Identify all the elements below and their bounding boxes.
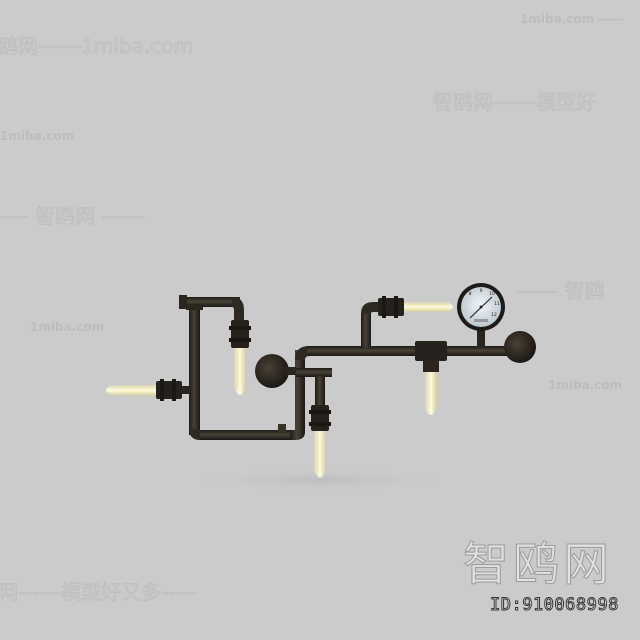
watermark-site: 1miba.com ----- — [520, 12, 624, 26]
pressure-gauge: 8 9 10 11 12 — [457, 283, 505, 331]
svg-text:11: 11 — [494, 301, 500, 307]
image-id-label: ID:910068998 — [490, 595, 619, 616]
watermark-bottom-slogan: 网------模型好又多----- — [0, 580, 198, 605]
svg-text:8: 8 — [469, 291, 472, 297]
watermark-center-left: ---- 智鸥网 ------ — [0, 204, 145, 229]
watermark-upper-left: 鸥网------1miba.com — [0, 34, 194, 59]
svg-text:9: 9 — [480, 288, 483, 294]
watermark-mid-right: 智鸥网------模型好 — [433, 90, 597, 115]
brand-logo: 智鸥网 — [463, 537, 613, 592]
watermark-right-low-site: 1miba.com — [548, 378, 623, 392]
svg-text:10: 10 — [489, 291, 495, 297]
watermark-left-site: 1miba.com — [0, 129, 75, 143]
watermark-left-low-site: 1miba.com — [30, 320, 105, 334]
svg-text:12: 12 — [491, 312, 497, 318]
watermark-right-mid: ------ 智鸥 — [515, 279, 605, 304]
